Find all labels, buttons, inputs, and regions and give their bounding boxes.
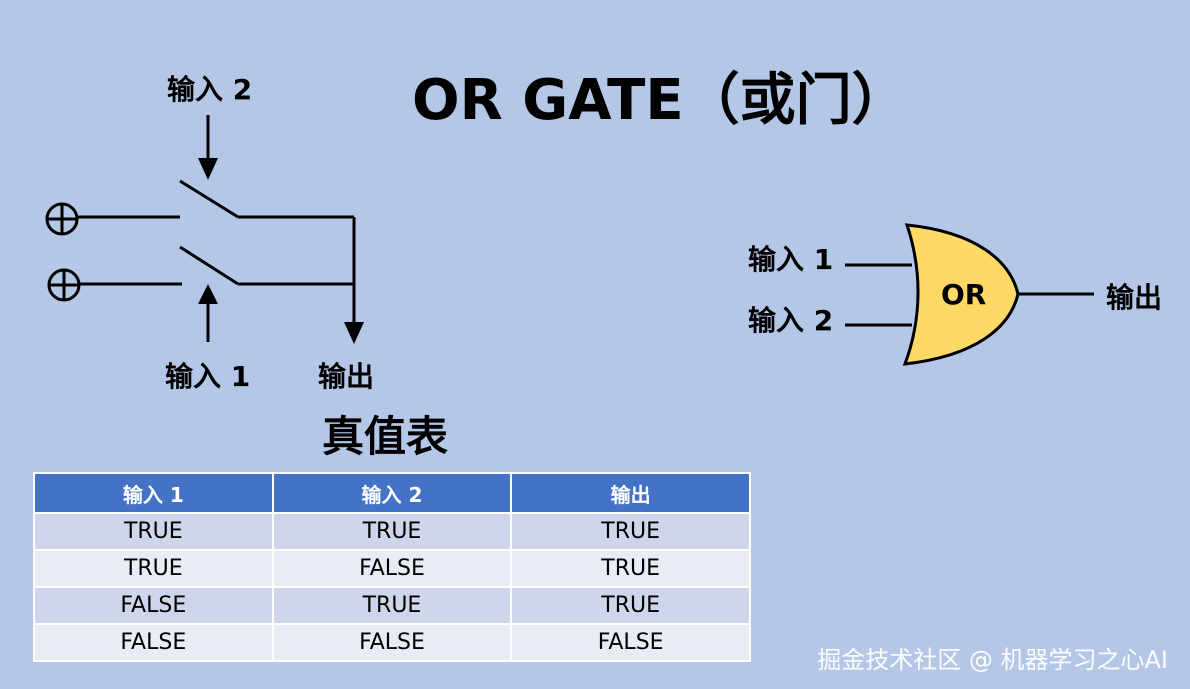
- table-row: FALSE TRUE TRUE: [33, 586, 751, 625]
- table-cell: TRUE: [271, 512, 513, 551]
- gate-text: OR: [941, 278, 987, 311]
- table-cell: FALSE: [271, 623, 513, 662]
- table-header-row: 输入 1 输入 2 输出: [33, 472, 751, 514]
- table-cell: FALSE: [271, 549, 513, 588]
- circuit-input2-label: 输入 2: [167, 73, 253, 106]
- header-input1: 输入 1: [33, 472, 274, 514]
- page-title: OR GATE（或门）: [412, 68, 908, 133]
- table-cell: TRUE: [271, 586, 513, 625]
- table-cell: TRUE: [510, 586, 751, 625]
- table-cell: TRUE: [33, 512, 274, 551]
- table-row: FALSE FALSE FALSE: [33, 623, 751, 662]
- header-input2: 输入 2: [271, 472, 513, 514]
- header-output: 输出: [510, 472, 751, 514]
- truth-table: 输入 1 输入 2 输出 TRUE TRUE TRUE TRUE FALSE T…: [33, 472, 751, 662]
- switch-bottom: [179, 245, 239, 286]
- output-arrow-icon: [344, 322, 364, 344]
- watermark-text: 掘金技术社区 @ 机器学习之心AI: [817, 646, 1168, 674]
- gate-input1-label: 输入 1: [748, 243, 834, 276]
- table-cell: TRUE: [33, 549, 274, 588]
- switch-top: [179, 179, 239, 219]
- table-cell: FALSE: [33, 623, 274, 662]
- input2-arrow-icon: [198, 158, 218, 180]
- table-row: TRUE FALSE TRUE: [33, 549, 751, 588]
- table-cell: TRUE: [510, 549, 751, 588]
- table-cell: TRUE: [510, 512, 751, 551]
- circuit-input1-label: 输入 1: [165, 360, 251, 393]
- input1-arrow-icon: [198, 284, 218, 304]
- gate-output-label: 输出: [1106, 281, 1163, 314]
- table-cell: FALSE: [510, 623, 751, 662]
- table-row: TRUE TRUE TRUE: [33, 512, 751, 551]
- plus-terminal-top-icon: [45, 202, 79, 236]
- circuit-output-label: 输出: [318, 360, 375, 393]
- truth-table-title: 真值表: [322, 412, 449, 461]
- gate-input2-label: 输入 2: [748, 304, 834, 337]
- table-cell: FALSE: [33, 586, 274, 625]
- or-gate-body: [902, 223, 1020, 366]
